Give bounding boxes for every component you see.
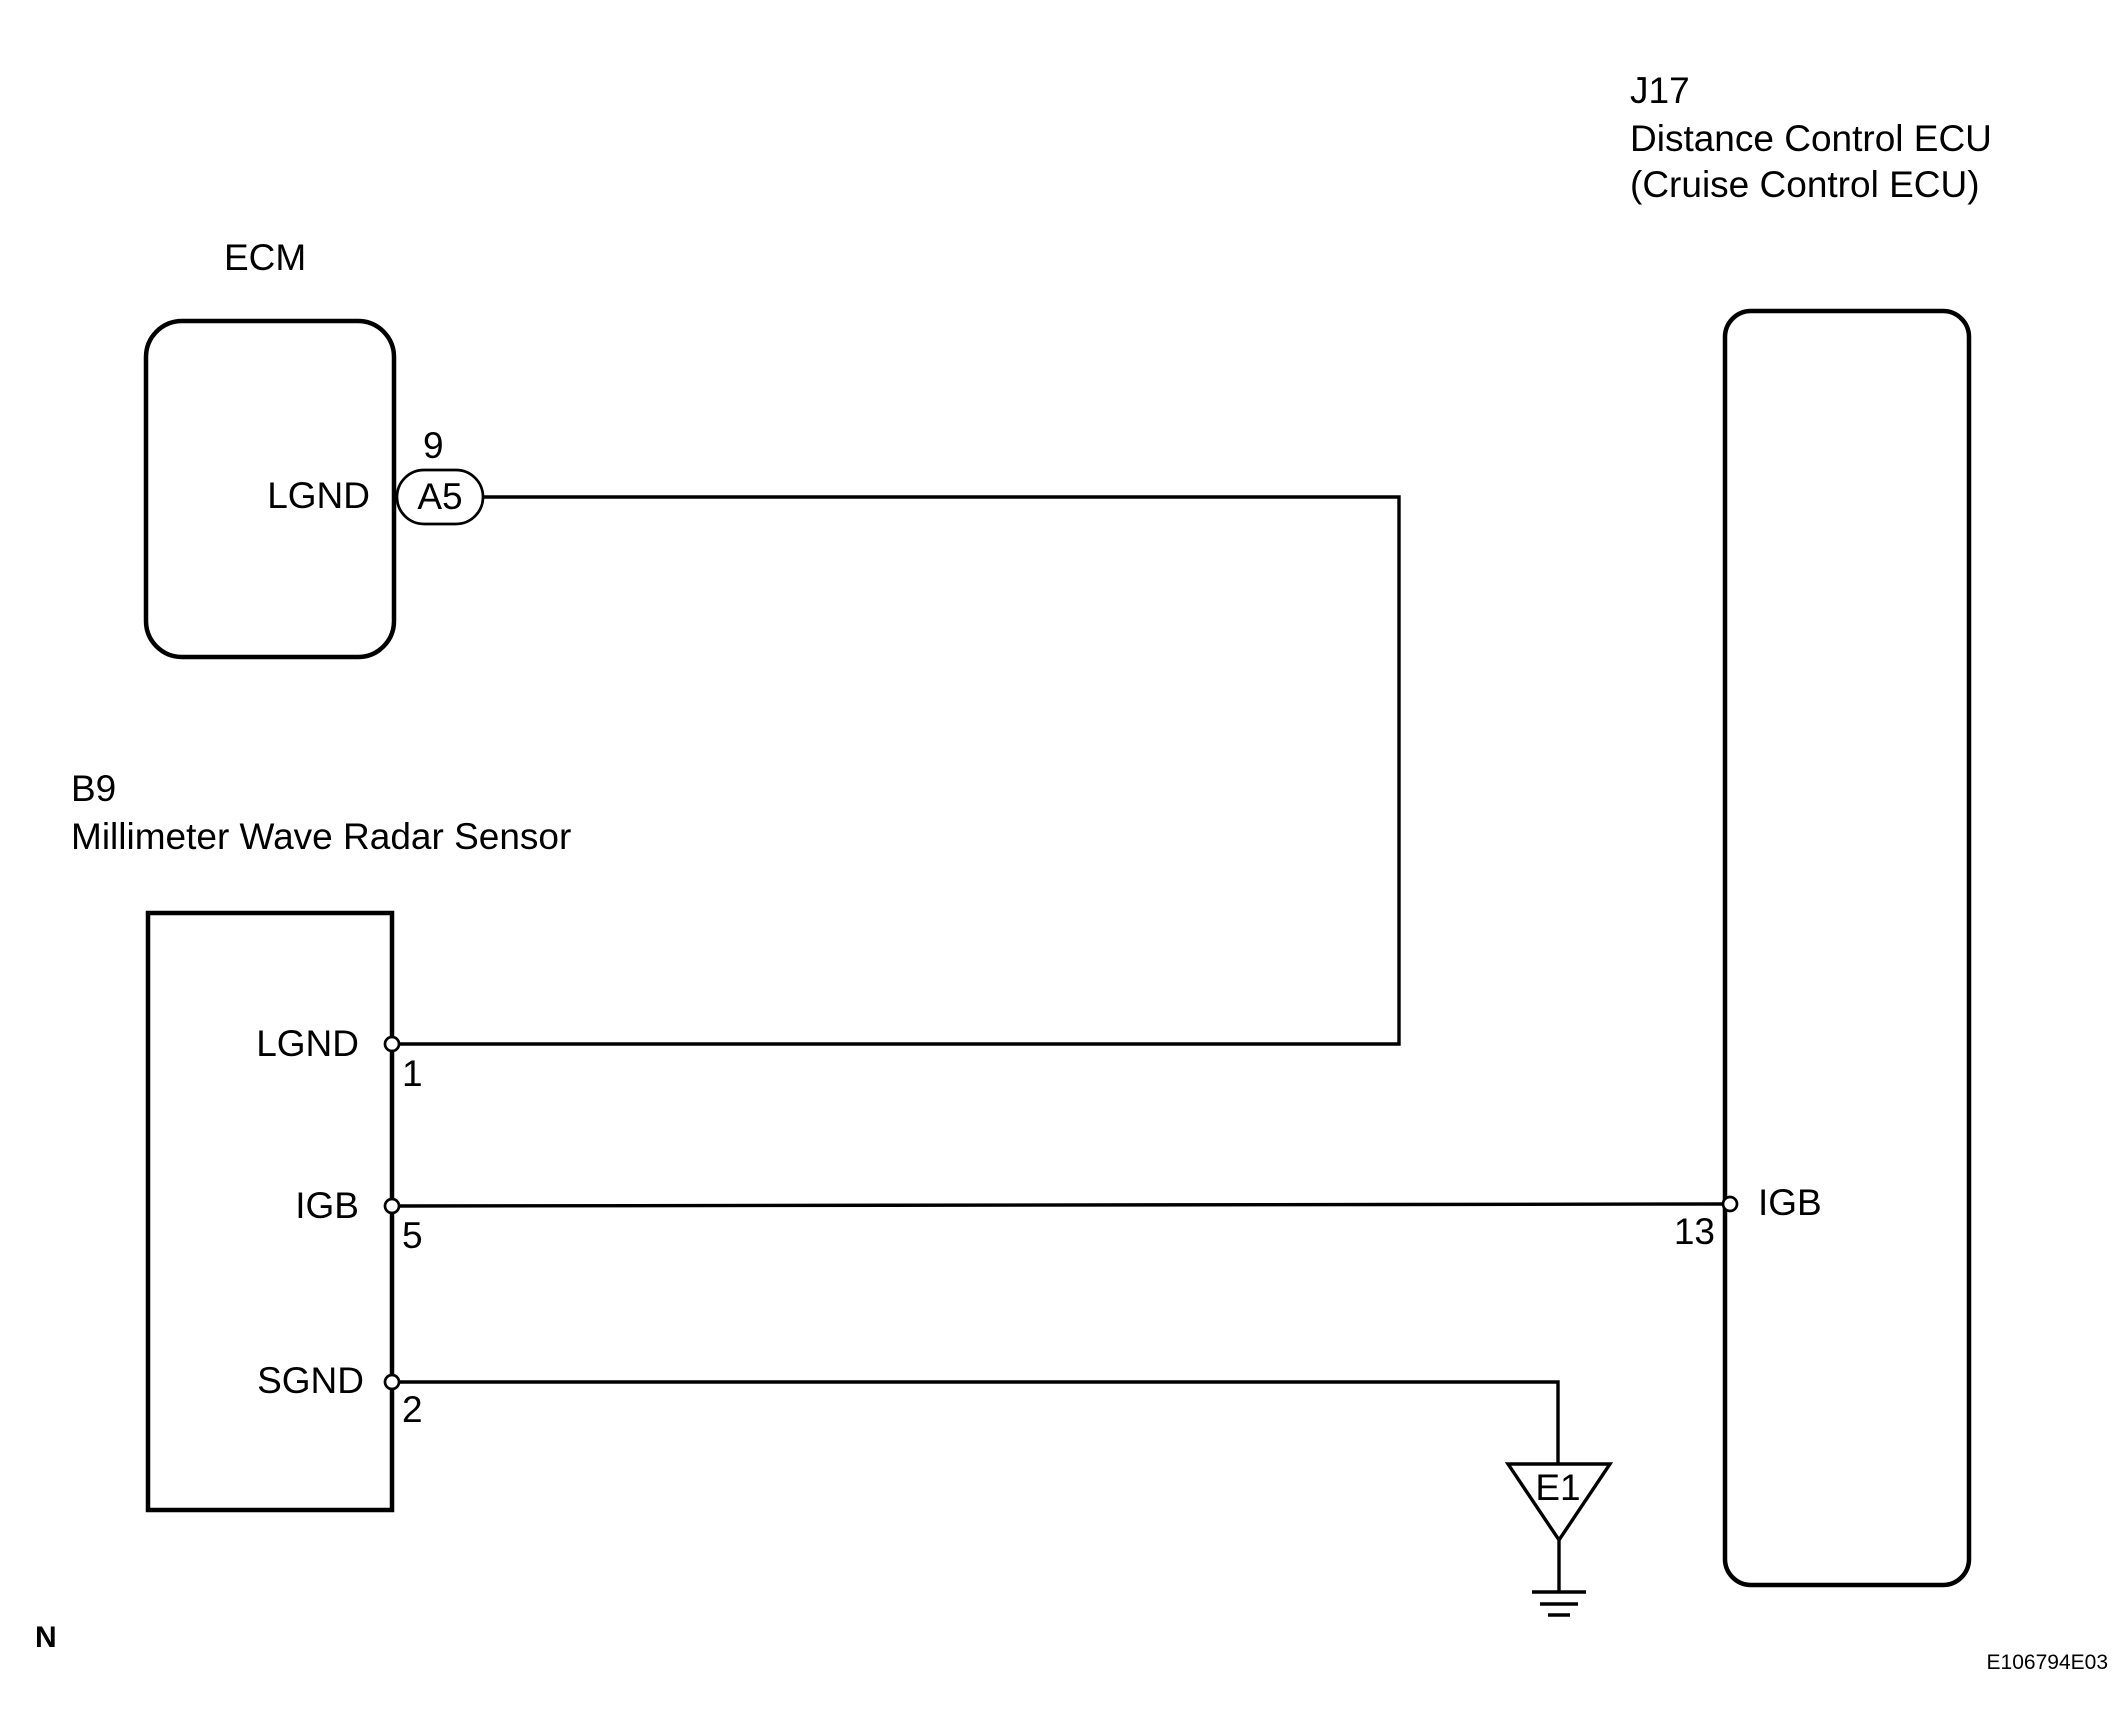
ecm-pin-9: 9 bbox=[423, 425, 444, 466]
j17-pin-13: 13 bbox=[1674, 1211, 1715, 1252]
b9-code: B9 bbox=[71, 768, 116, 809]
b9-pin-2: 2 bbox=[402, 1389, 423, 1430]
b9-terminal-5 bbox=[383, 1197, 401, 1215]
b9-sgnd-label: SGND bbox=[257, 1360, 364, 1401]
ecm-lgnd-label: LGND bbox=[267, 475, 370, 516]
wire-lgnd bbox=[398, 495, 1401, 1046]
b9-terminal-1 bbox=[383, 1035, 401, 1053]
ecm-box bbox=[143, 318, 397, 660]
ecm-title: ECM bbox=[224, 237, 306, 278]
b9-igb-label: IGB bbox=[295, 1185, 359, 1226]
b9-pin-1: 1 bbox=[402, 1053, 423, 1094]
figure-id: E106794E03 bbox=[1987, 1651, 2108, 1674]
ground-label: E1 bbox=[1535, 1467, 1580, 1508]
wire-sgnd bbox=[398, 1380, 1560, 1464]
j17-subtitle: (Cruise Control ECU) bbox=[1630, 164, 1980, 205]
j17-title: Distance Control ECU bbox=[1630, 118, 1992, 159]
b9-terminal-2 bbox=[383, 1373, 401, 1391]
j17-code: J17 bbox=[1630, 70, 1690, 111]
b9-lgnd-label: LGND bbox=[256, 1023, 359, 1064]
j17-igb-label: IGB bbox=[1758, 1182, 1822, 1223]
ecm-connector-label: A5 bbox=[417, 476, 462, 517]
b9-title: Millimeter Wave Radar Sensor bbox=[71, 816, 571, 857]
ground-triangle bbox=[1504, 1462, 1614, 1544]
j17-terminal-13 bbox=[1721, 1195, 1739, 1213]
j17-box bbox=[1722, 308, 1972, 1588]
wire-igb bbox=[397, 1202, 1724, 1208]
ground-e1: E1 bbox=[1504, 1462, 1614, 1617]
b9-pin-5: 5 bbox=[402, 1215, 423, 1256]
corner-letter: N bbox=[35, 1621, 57, 1654]
